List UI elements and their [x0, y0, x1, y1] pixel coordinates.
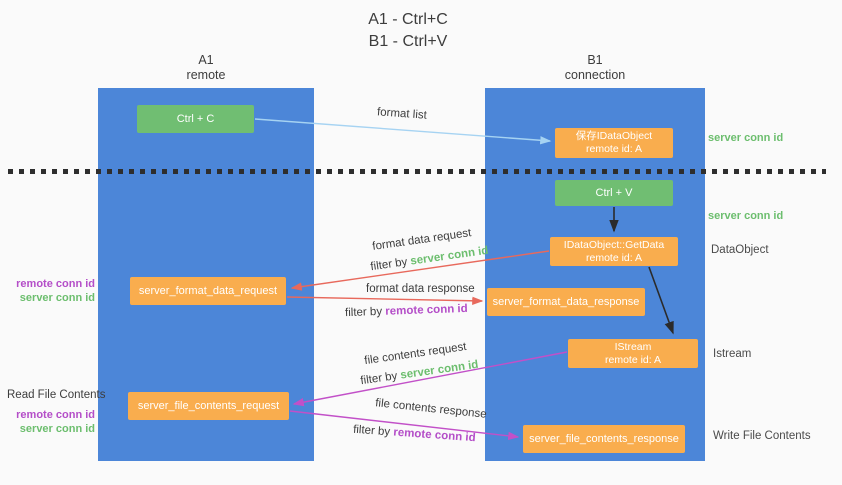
filter-by-remote-conn-id-label-1: filter by remote conn id [345, 303, 468, 319]
dataobject-annotation: DataObject [711, 244, 769, 256]
lifeline-a1-subtitle: remote [186, 68, 226, 82]
lifeline-a1-title: A1 [198, 53, 214, 67]
remote-conn-id-annotation-1: remote conn id [16, 278, 95, 290]
filter-by-text: filter by [344, 305, 383, 320]
title-line-2: B1 - Ctrl+V [368, 33, 448, 50]
ctrl-c-label: Ctrl + C [176, 112, 215, 125]
format-list-label: format list [376, 106, 428, 122]
remote-conn-id-text: remote conn id [392, 426, 476, 445]
server-file-contents-request-node: server_file_contents_request [128, 392, 289, 420]
server-conn-id-text: server conn id [409, 244, 490, 268]
server-conn-id-text: server conn id [399, 358, 480, 382]
save-idataobject-line1: 保存IDataObject [575, 130, 653, 142]
ctrl-v-label: Ctrl + V [595, 186, 633, 199]
save-idataobject-node: 保存IDataObject remote id: A [555, 128, 673, 158]
title-line-1: A1 - Ctrl+C [368, 11, 448, 28]
filter-by-text: filter by [352, 423, 391, 439]
server-file-contents-response-label: server_file_contents_response [529, 432, 679, 445]
remote-conn-id-annotation-2: remote conn id [16, 409, 95, 421]
lifeline-header-a1: A1 remote [98, 53, 314, 83]
server-file-contents-response-node: server_file_contents_response [523, 425, 685, 453]
save-idataobject-line2: remote id: A [585, 143, 643, 155]
istream-node: IStream remote id: A [568, 339, 698, 368]
server-format-data-request-label: server_format_data_request [138, 284, 278, 297]
server-conn-id-annotation-3: server conn id [19, 292, 95, 304]
diagram-title: A1 - Ctrl+C B1 - Ctrl+V [298, 9, 518, 53]
getdata-line1: IDataObject::GetData [563, 238, 665, 251]
getdata-line2: remote id: A [585, 251, 643, 264]
read-file-contents-annotation: Read File Contents [7, 389, 106, 401]
server-format-data-response-node: server_format_data_response [487, 288, 645, 316]
server-format-data-request-node: server_format_data_request [130, 277, 286, 305]
lifeline-b1-title: B1 [587, 53, 603, 67]
write-file-contents-annotation: Write File Contents [713, 430, 811, 442]
istream-line2: remote id: A [604, 353, 662, 366]
server-file-contents-request-label: server_file_contents_request [137, 399, 280, 412]
filter-by-text: filter by [359, 370, 399, 388]
remote-conn-id-text: remote conn id [385, 302, 468, 318]
lifeline-b1-subtitle: connection [564, 68, 626, 82]
getdata-node: IDataObject::GetData remote id: A [550, 237, 678, 266]
filter-by-remote-conn-id-label-2: filter by remote conn id [353, 424, 476, 445]
file-contents-response-label: file contents response [374, 397, 488, 421]
dotted-divider-line [8, 169, 826, 174]
left-conn-id-block-1: remote conn id server conn id [6, 277, 95, 305]
ctrl-c-node: Ctrl + C [137, 105, 254, 133]
format-data-response-label: format data response [366, 283, 475, 295]
server-conn-id-annotation-1: server conn id [708, 132, 784, 144]
ctrl-v-node: Ctrl + V [555, 180, 673, 206]
filter-by-text: filter by [369, 256, 409, 274]
server-conn-id-annotation-4: server conn id [19, 423, 95, 435]
format-data-response-arrow [286, 296, 484, 305]
server-format-data-response-label: server_format_data_response [492, 295, 640, 308]
left-conn-id-block-2: remote conn id server conn id [6, 408, 95, 436]
lifeline-header-b1: B1 connection [487, 53, 703, 83]
server-conn-id-annotation-2: server conn id [708, 210, 784, 222]
istream-line1: IStream [614, 340, 652, 353]
istream-annotation: Istream [713, 348, 752, 360]
